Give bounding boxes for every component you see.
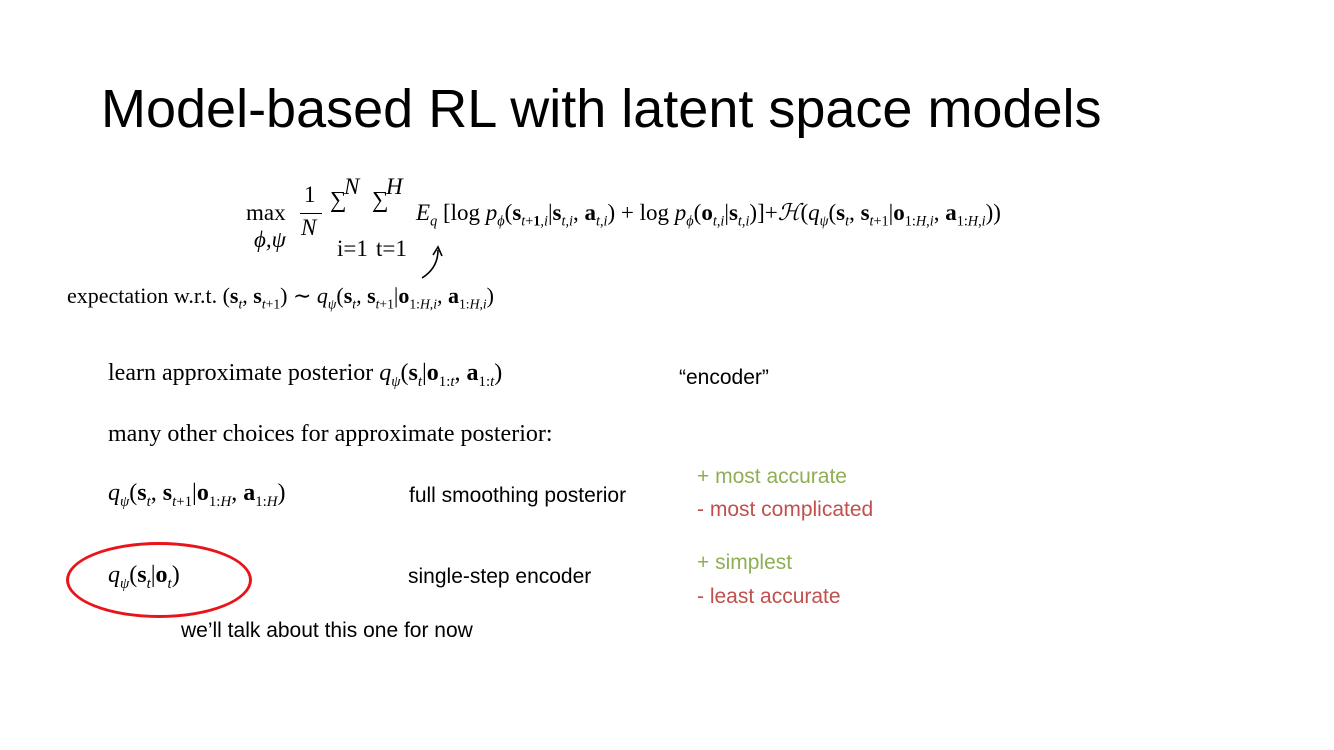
single-step-formula: qψ(st|ot) <box>108 562 180 592</box>
option-pro: + most accurate <box>697 465 847 488</box>
max-subscript: ϕ,ψ <box>254 227 286 252</box>
expectation-note: expectation w.r.t. (st, st+1) ∼ qψ(st, s… <box>67 283 494 312</box>
option-pro: + simplest <box>697 551 793 574</box>
sum1-lower: i=1 <box>337 236 368 261</box>
full-smoothing-formula: qψ(st, st+1|o1:H, a1:H) <box>108 480 286 510</box>
objective-equation: max ϕ,ψ 1 N N ∑ i=1 H ∑ t=1 Eq [log pϕ(s… <box>246 170 1226 261</box>
option-con: - least accurate <box>697 585 841 608</box>
curved-arrow-icon <box>421 245 443 279</box>
encoder-label: “encoder” <box>679 366 769 389</box>
expectation-prefix: expectation w.r.t. <box>67 283 218 308</box>
fraction-numerator: 1 <box>304 182 316 207</box>
sum1-upper: N <box>344 174 360 199</box>
fraction-bar <box>300 213 322 214</box>
sum2-lower: t=1 <box>376 236 407 261</box>
option-con: - most complicated <box>697 498 874 521</box>
sum2-upper: H <box>386 174 403 199</box>
choices-heading: many other choices for approximate poste… <box>108 421 553 447</box>
option-description: single-step encoder <box>408 565 592 588</box>
sum2-symbol: ∑ <box>372 187 389 212</box>
max-operator: max <box>246 200 286 225</box>
sum1-symbol: ∑ <box>330 187 347 212</box>
slide-title: Model-based RL with latent space models <box>101 79 1102 139</box>
footnote: we’ll talk about this one for now <box>181 619 473 642</box>
option-description: full smoothing posterior <box>409 484 627 507</box>
learn-posterior-line: learn approximate posterior qψ(st|o1:t, … <box>108 360 503 390</box>
highlight-circle <box>66 542 252 618</box>
learn-posterior-text: learn approximate posterior <box>108 360 374 386</box>
objective-body: Eq [log pϕ(st+1,i|st,i, at,i) + log pϕ(o… <box>416 200 1001 230</box>
fraction-denominator: N <box>301 215 317 240</box>
